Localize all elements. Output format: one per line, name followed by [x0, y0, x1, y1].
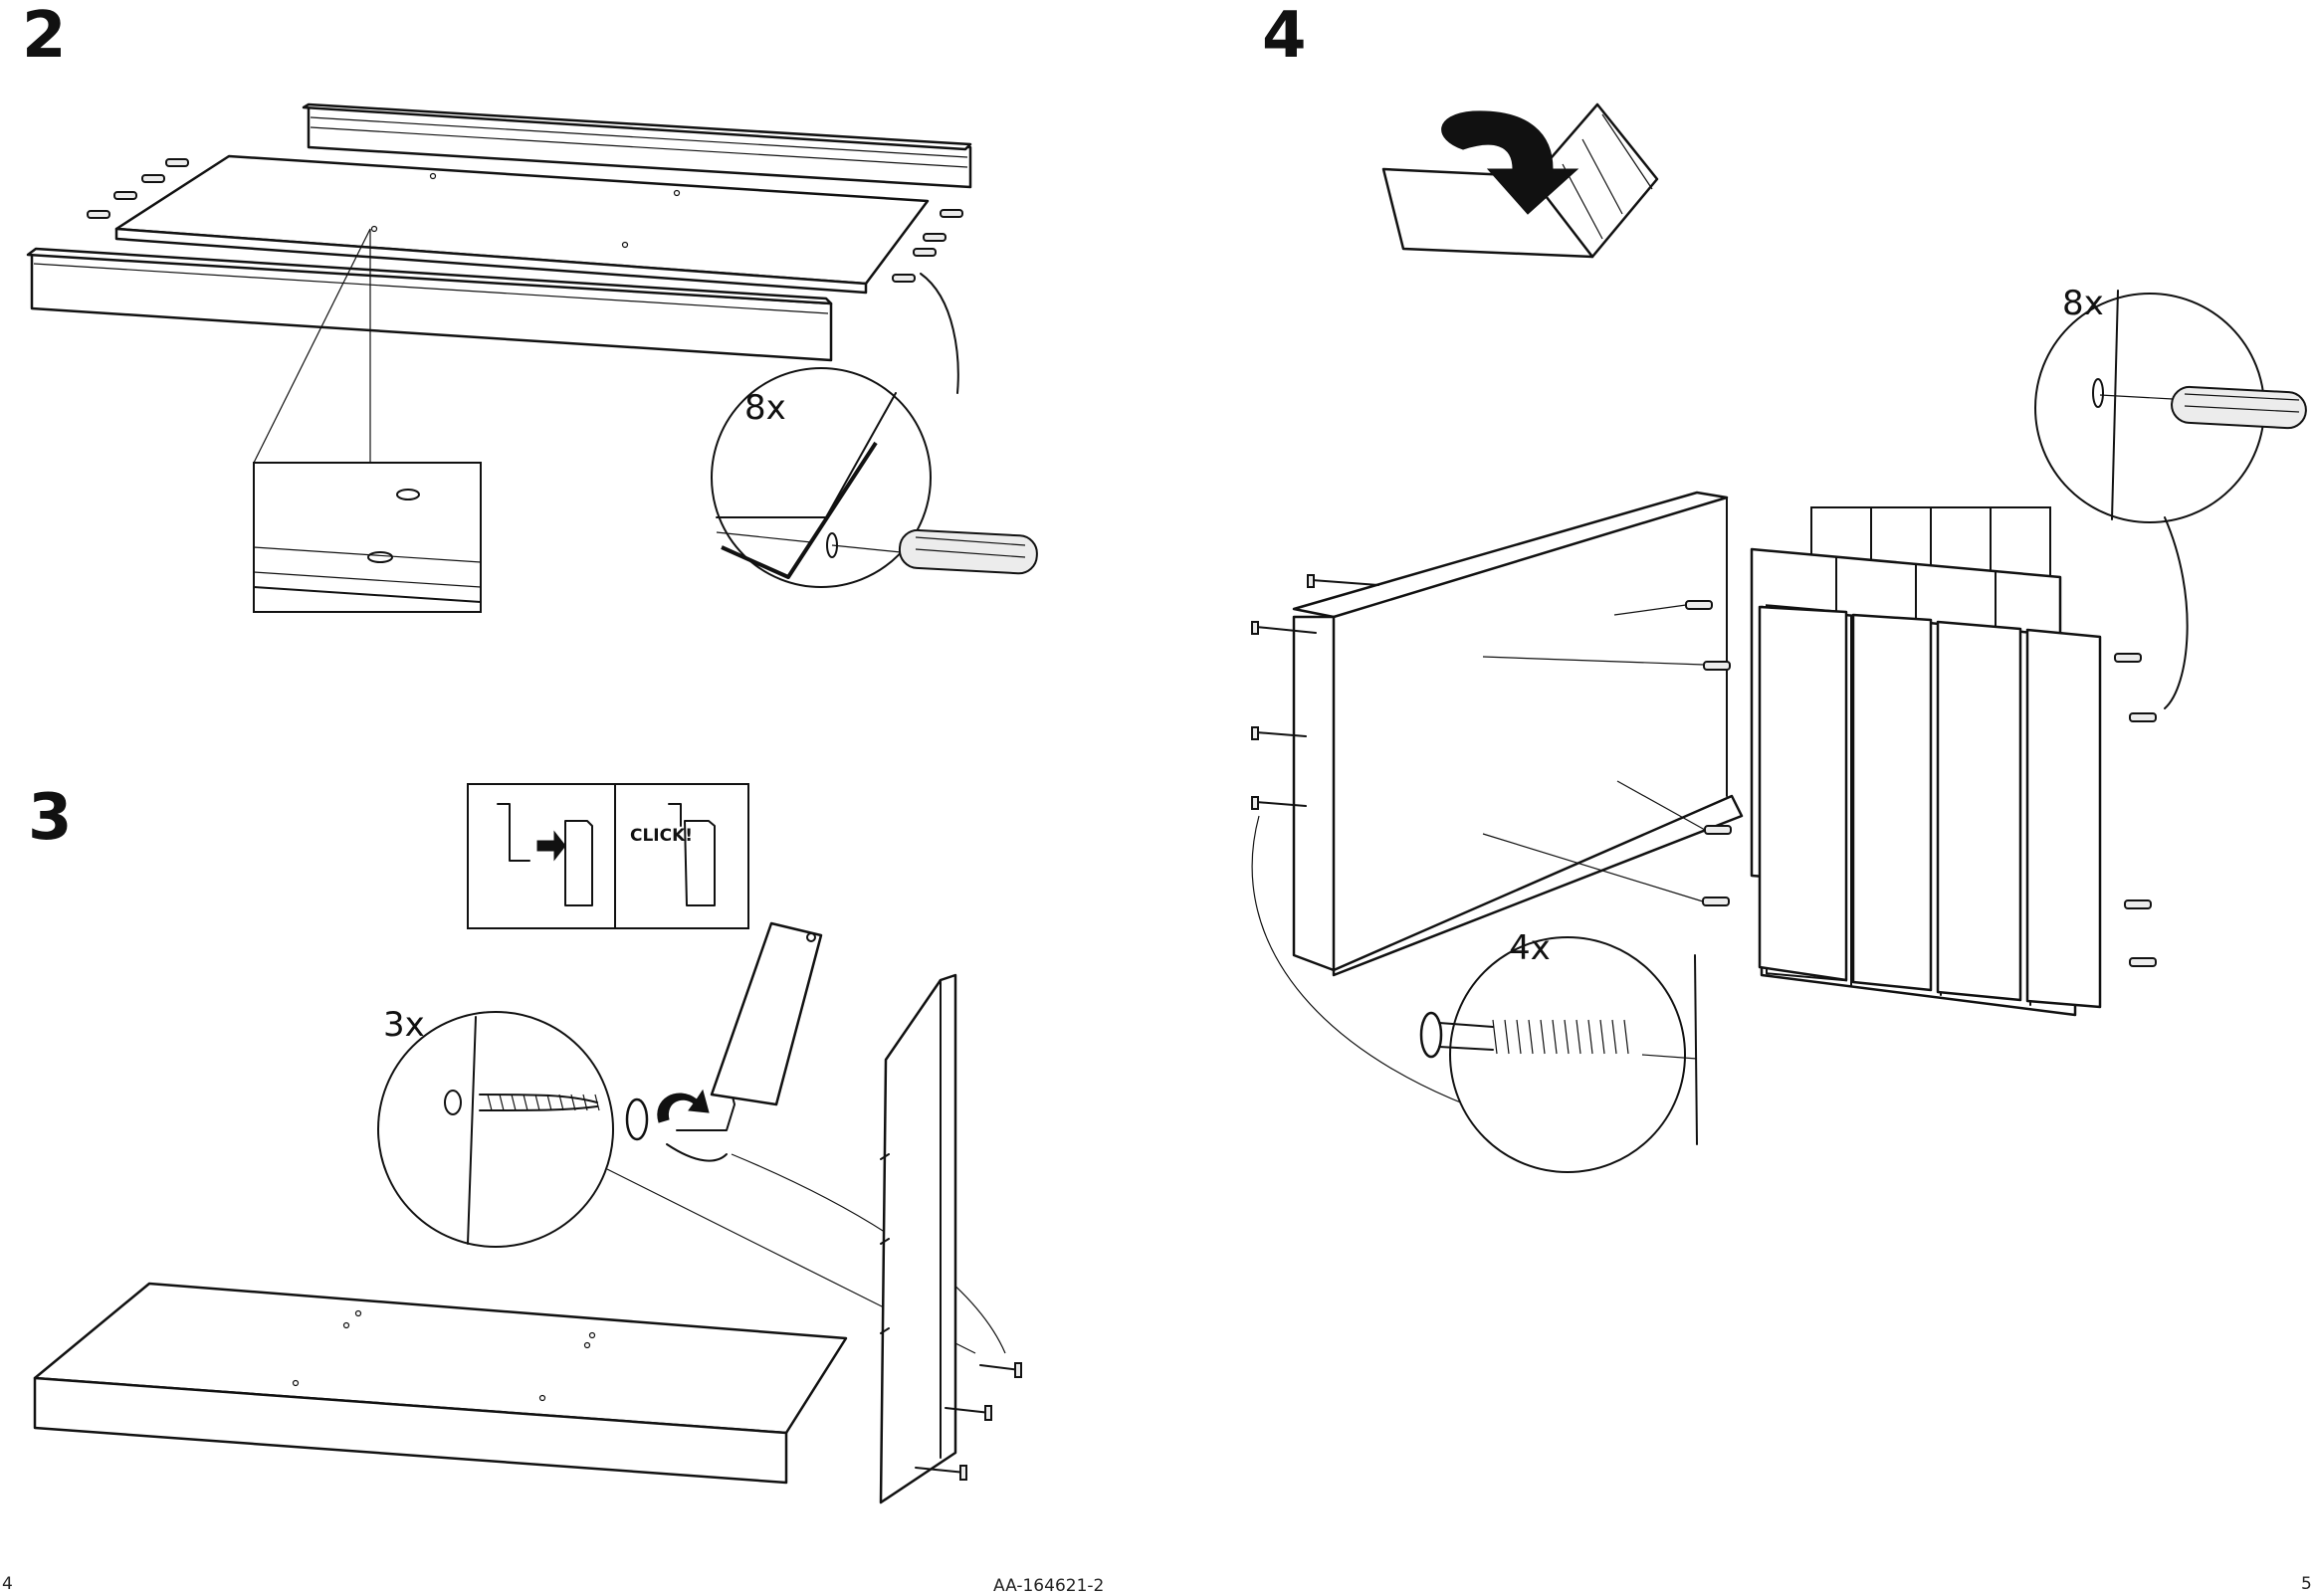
- step-number-3: 3: [28, 786, 73, 850]
- click-label: CLICK!: [630, 826, 693, 846]
- article-code: AA-164621-2: [993, 1576, 1104, 1596]
- frame-top: [1294, 493, 1742, 975]
- side-panel: [881, 975, 955, 1502]
- step-3-quantity: 3x: [383, 1008, 425, 1042]
- step-3-illustration: [35, 784, 1021, 1502]
- flip-unit-icon: [1383, 104, 1657, 257]
- step-number-2: 2: [22, 4, 67, 68]
- step-4-dowel-quantity: 8x: [2062, 287, 2104, 320]
- allen-key-instruction-box: [468, 784, 748, 928]
- step-4-illustration: [1252, 104, 2307, 1172]
- slatted-door: [1760, 607, 2100, 1007]
- step-number-4: 4: [1262, 4, 1307, 68]
- cam-bolt-detail-circle: [378, 1012, 647, 1247]
- page-number-right: 5: [2301, 1574, 2312, 1594]
- step-2-quantity: 8x: [744, 391, 786, 425]
- step-2-illustration: [28, 104, 1038, 612]
- rotate-arrow-icon: [658, 1091, 709, 1122]
- page-number-left: 4: [2, 1574, 13, 1594]
- bottom-shelf: [35, 1284, 846, 1483]
- step-4-bolt-quantity: 4x: [1509, 931, 1551, 965]
- hole-detail-inset: [254, 463, 481, 612]
